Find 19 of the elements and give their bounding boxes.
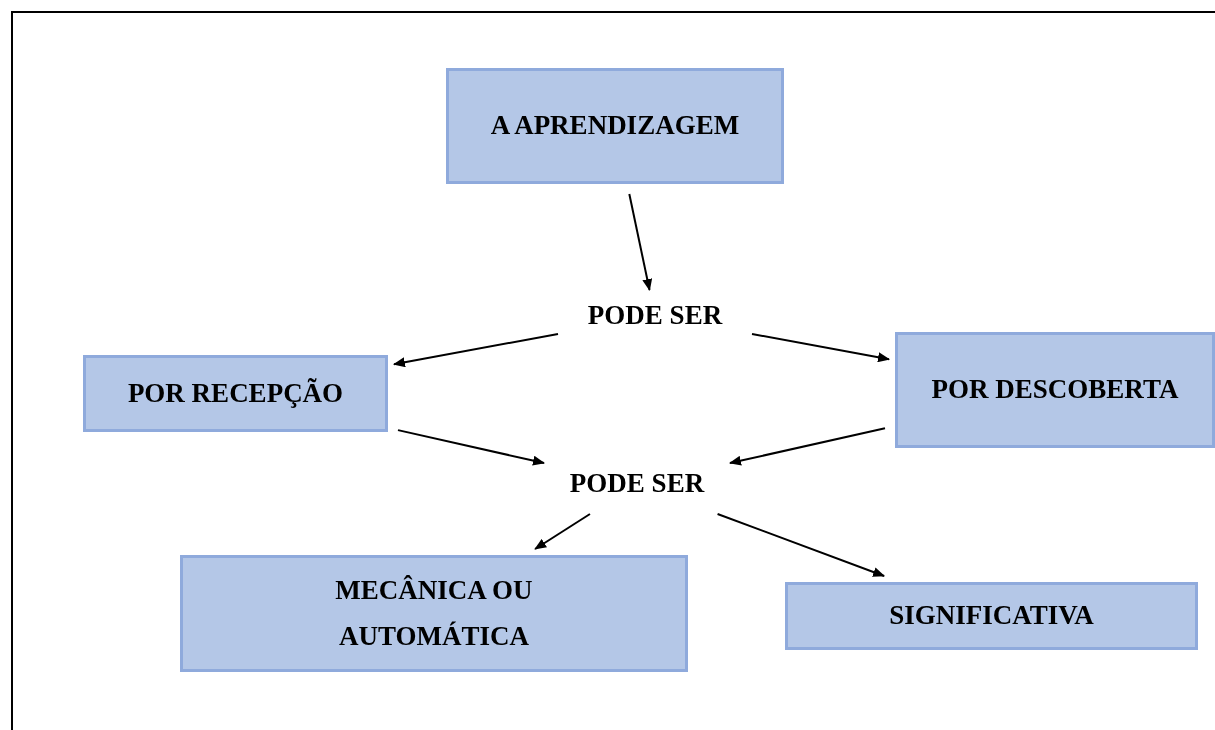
arrow	[397, 429, 545, 466]
arrow	[729, 427, 886, 466]
arrow	[751, 332, 890, 363]
concept-box	[180, 555, 688, 672]
concept-box	[785, 582, 1198, 650]
box-label: POR RECEPÇÃO	[127, 376, 344, 410]
link-phrase: PODE SER	[587, 299, 723, 333]
box-label: SIGNIFICATIVA	[889, 599, 1094, 633]
arrow	[393, 332, 559, 368]
arrow	[628, 193, 653, 291]
box-label: A APRENDIZAGEM	[490, 109, 740, 143]
link-phrase: PODE SER	[569, 467, 705, 501]
arrow	[534, 513, 591, 550]
concept-box	[83, 355, 388, 432]
arrow	[716, 513, 886, 577]
concept-box	[446, 68, 784, 184]
box-label: POR DESCOBERTA	[931, 373, 1179, 407]
box-label: MECÂNICA OU AUTOMÁTICA	[334, 573, 534, 653]
concept-box	[895, 332, 1215, 448]
